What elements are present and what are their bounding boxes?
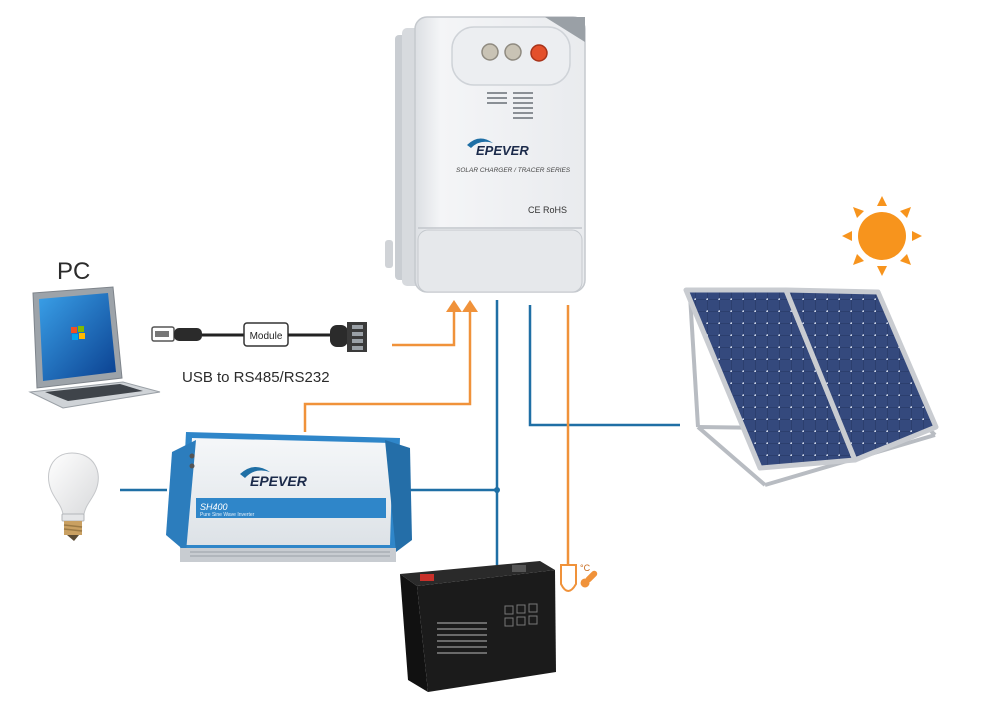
solar-panel-right [783,287,939,463]
inverter-brand: EPEVER [250,473,308,489]
status-legend [487,92,533,119]
connection-lines [120,300,680,565]
bus-junction-dot [494,487,500,493]
battery-safety-icons [504,603,538,627]
temperature-sensor: °C [560,563,598,592]
solar-panel-line [528,305,680,427]
led-indicator-2 [504,43,522,61]
battery-terminal-right [512,565,526,572]
controller-certification: CE RoHS [528,205,567,215]
converter-module-label: Module [250,331,283,342]
inverter-subtitle: Pure Sine Wave Inverter [200,512,255,518]
arrow-up-inverter [462,300,478,312]
battery-terminal-left [420,574,434,581]
pc-label: PC [57,258,91,285]
battery [400,561,556,692]
reset-button[interactable] [530,44,548,62]
inverter-model: SH400 [200,502,228,512]
windows-logo-icon [71,326,85,340]
charge-controller: EPEVER SOLAR CHARGER / TRACER SERIES CE … [385,16,586,293]
inverter: EPEVER SH400 Pure Sine Wave Inverter [166,432,412,562]
temp-sensor-unit: °C [580,563,591,573]
sun-icon [842,196,922,276]
laptop-pc [28,286,161,409]
arrow-up-pc [446,300,462,312]
epever-logo-icon [467,138,493,148]
led-indicator-1 [481,43,499,61]
inverter-logo-icon [240,466,270,478]
solar-panel-array [683,287,939,487]
battery-spec-label [437,622,487,654]
controller-brand: EPEVER [476,143,529,158]
inverter-comm-line [303,310,472,432]
light-bulb-load [48,452,99,541]
usb-converter-label: USB to RS485/RS232 [182,369,330,386]
controller-series: SOLAR CHARGER / TRACER SERIES [456,167,571,174]
terminal-block-connector [347,322,367,352]
thermometer-icon [580,570,598,588]
usb-converter-cable: Module [151,322,367,352]
pc-comm-line [392,310,456,347]
